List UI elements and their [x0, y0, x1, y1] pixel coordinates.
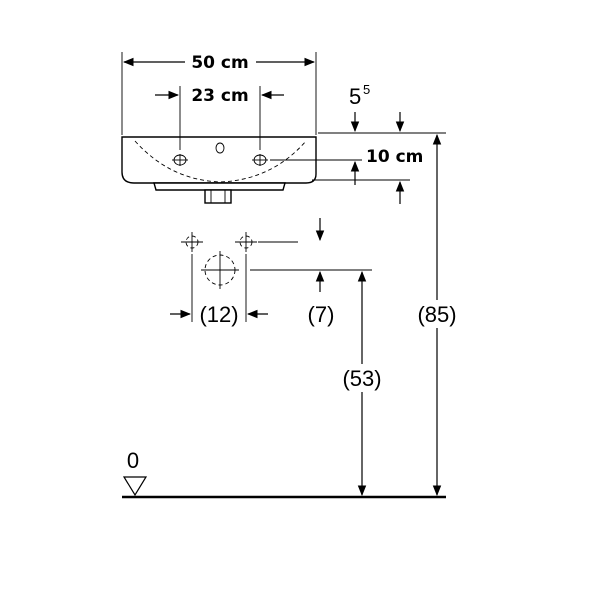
tap-hole-left-icon [172, 154, 188, 166]
tap-hole-right-icon [252, 154, 268, 166]
tap-hole-spacing-dimension: 23 cm [155, 86, 284, 150]
waste-height-label: (53) [342, 366, 381, 391]
rim-height-dimension: (85) [412, 133, 462, 497]
rim-to-tap-dimension: 10 cm [270, 147, 423, 204]
basin-width-dimension: 50 cm [121, 52, 317, 135]
supply-to-waste-label: (7) [308, 302, 335, 327]
rim-height-label: (85) [417, 302, 456, 327]
waste-outlet-icon [201, 251, 239, 289]
supply-spacing-label: (12) [199, 302, 238, 327]
floor-reference: 0 [122, 448, 446, 499]
tap-hole-spacing-label: 23 cm [191, 86, 248, 106]
waste-height-dimension: (53) [337, 270, 387, 497]
basin-front-view [121, 136, 317, 204]
supply-right-icon [235, 232, 257, 252]
basin-width-label: 50 cm [191, 53, 248, 73]
supply-left-icon [181, 232, 203, 252]
floor-level-label: 0 [127, 448, 139, 473]
rim-to-tap-label: 10 cm [366, 147, 423, 167]
wall-connections [181, 232, 372, 322]
top-thickness-label: 5 [349, 84, 361, 109]
supply-spacing-dimension: (12) [170, 302, 268, 327]
floor-level-marker-icon [122, 476, 148, 497]
supply-to-waste-dimension: (7) [308, 218, 335, 327]
top-thickness-dimension: 5 5 [318, 82, 446, 134]
top-thickness-superscript: 5 [363, 82, 370, 97]
